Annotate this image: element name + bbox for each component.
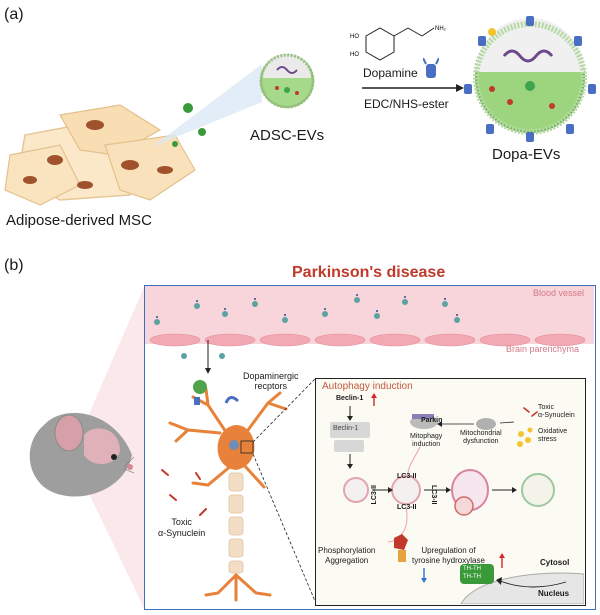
mitophagy-line1: Mitophagy <box>410 433 443 440</box>
th-cluster: TH-TH TH-TH <box>463 566 481 580</box>
dopamine-ligand-icon <box>423 58 439 78</box>
mouse-illustration <box>29 412 134 497</box>
receptors-line1: Dopaminergic <box>243 371 299 381</box>
zoom-dashed-lines <box>252 378 316 602</box>
myelin-segments <box>228 472 244 574</box>
inset-toxic-line2: α-Synuclein <box>538 412 575 419</box>
brain-parenchyma-label: Brain parenchyma <box>506 344 580 354</box>
lc3-label-d: LC3-II <box>430 485 437 505</box>
reaction-arrow <box>362 84 464 92</box>
dopamine-structure: HO HO NH₂ <box>350 26 447 61</box>
ho-label-2: HO <box>350 52 359 58</box>
upreg-line2: tyrosine hydroxylase <box>412 556 485 565</box>
phospho-line1: Phosphorylation <box>318 546 376 555</box>
inset-toxic-line1: Toxic <box>538 404 554 411</box>
adipose-msc-illustration <box>4 104 196 206</box>
dopa-ev-sphere <box>464 16 596 142</box>
lc3-label-a: LC3-II <box>397 473 417 480</box>
nh2-label: NH₂ <box>435 26 447 32</box>
nucleus-label: Nucleus <box>538 589 570 598</box>
mitophagy-label: Mitophagy induction <box>410 433 442 449</box>
parkin-label: Parkin <box>421 417 443 424</box>
mito-dysfunction-label: Mitochondrial dysfunction <box>460 430 502 446</box>
inset-toxic-syn-label: Toxic α-Synuclein <box>538 404 575 420</box>
inset-source-box <box>240 440 254 454</box>
inset-title: Autophagy induction <box>322 381 413 392</box>
dopaminergic-neuron <box>161 380 288 602</box>
toxic-line1: Toxic <box>171 517 192 527</box>
oxidative-stress-label: Oxidative stress <box>538 428 567 444</box>
adsc-ev-caption: ADSC-EVs <box>250 127 325 144</box>
mitophagy-line2: induction <box>412 441 441 448</box>
th-label: TH <box>473 566 481 572</box>
cytosol-label: Cytosol <box>540 558 570 567</box>
ev-dot <box>198 128 206 136</box>
oxid-line1: Oxidative <box>538 428 568 435</box>
panel-a-label: (a) <box>4 6 24 23</box>
ho-label-1: HO <box>350 34 359 40</box>
upregulation-label: Upregulation of tyrosine hydroxylase <box>412 546 485 566</box>
release-beam <box>152 64 262 147</box>
lc3-label-c: LC3-II <box>371 485 378 505</box>
mito-dys-line2: dysfunction <box>463 438 499 445</box>
th-label: TH <box>463 574 471 580</box>
msc-caption: Adipose-derived MSC <box>6 212 152 229</box>
beclin-bar-label: Beclin-1 <box>333 425 359 432</box>
upreg-line1: Upregulation of <box>421 546 476 555</box>
mito-dys-line1: Mitochondrial <box>460 430 502 437</box>
lc3-label-b: LC3-II <box>397 504 417 511</box>
toxic-alpha-syn-label: Toxic α-Synuclein <box>158 517 205 539</box>
oxid-line2: stress <box>538 436 557 443</box>
reaction-reagent-top: Dopamine <box>363 66 418 80</box>
blood-vessel-band <box>145 286 594 347</box>
beclin-top-label: Beclin-1 <box>336 395 364 402</box>
th-label: TH <box>473 574 481 580</box>
dopa-ev-caption: Dopa-EVs <box>492 146 561 163</box>
ev-dot <box>183 103 193 113</box>
toxic-line2: α-Synuclein <box>158 528 206 538</box>
ev-crossing <box>181 340 225 374</box>
dopa-ev-particles <box>154 294 460 325</box>
ev-dot <box>172 141 178 147</box>
phospho-line2: Aggregation <box>325 556 369 565</box>
pd-title: Parkinson's disease <box>292 264 446 281</box>
blood-vessel-label: Blood vessel <box>533 288 585 298</box>
reaction-reagent-bottom: EDC/NHS-ester <box>364 97 449 111</box>
panel-b-label: (b) <box>4 257 24 274</box>
endothelial-cells <box>149 333 586 347</box>
autophagy-pathway <box>330 393 584 604</box>
msc-cells <box>4 104 196 206</box>
dopamine-ligands <box>464 16 596 142</box>
th-label: TH <box>463 566 471 572</box>
dopaminergic-receptors-label: Dopaminergic recptors <box>243 371 299 391</box>
adsc-ev-sphere <box>259 53 315 109</box>
phospho-aggregation-label: Phosphorylation Aggregation <box>318 546 375 566</box>
receptors-line2: recptors <box>254 381 288 391</box>
